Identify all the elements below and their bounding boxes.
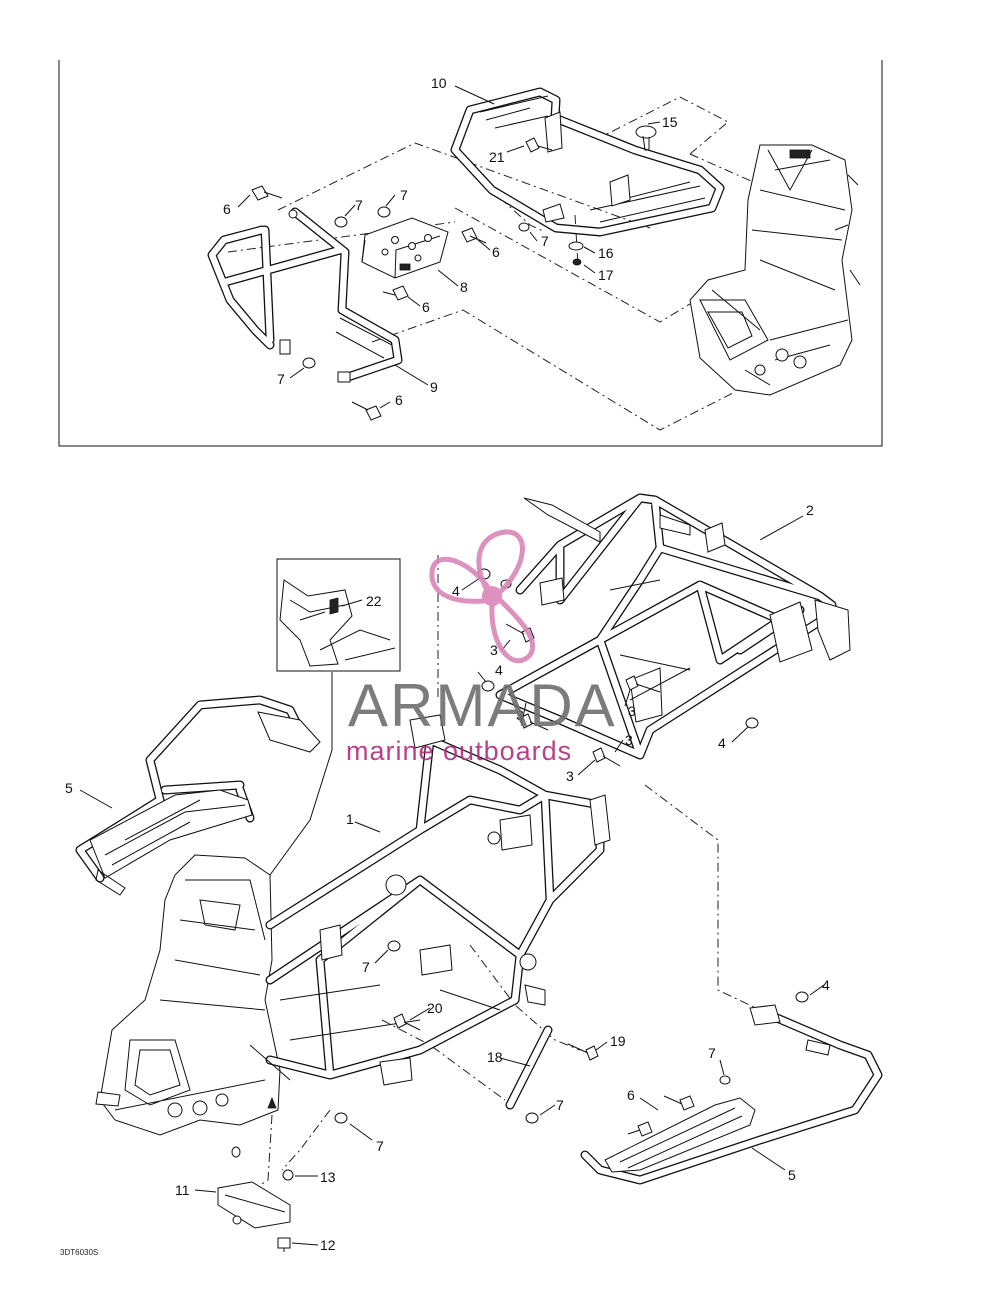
label-screw: 12 [320, 1237, 336, 1253]
front-bumper [207, 207, 403, 383]
label-nut: 7 [355, 197, 363, 213]
diagram-code: 3DT6030S [60, 1248, 98, 1257]
bolt-icon [627, 1121, 653, 1137]
label-rear-rack: 5 [788, 1167, 796, 1183]
bolt-icon [393, 1013, 421, 1031]
top-inset-panel: 10 15 21 6 7 7 6 7 16 17 8 6 7 9 6 [58, 60, 883, 447]
label-bracket-plate: 8 [460, 279, 468, 295]
main-leaders [79, 515, 825, 1246]
label-nut: 7 [400, 187, 408, 203]
main-frame [95, 714, 611, 1136]
label-bolt: 3 [566, 768, 574, 784]
bolt-icon [625, 675, 661, 693]
bolt-icon [567, 1043, 599, 1061]
watermark-brand: ARMADA [348, 672, 617, 739]
label-nut: 7 [362, 959, 370, 975]
detail-frame [276, 558, 401, 672]
bolt-icon [382, 285, 409, 301]
label-washer: 16 [598, 245, 614, 261]
label-detail-bracket: 22 [366, 593, 382, 609]
label-rear-subframe: 2 [806, 502, 814, 518]
label-rack-bolt: 21 [489, 149, 505, 165]
nut-icon [481, 680, 495, 692]
bolt-icon [592, 747, 621, 767]
inset-frame-front [689, 144, 861, 396]
bolt-icon [351, 401, 382, 421]
nut-icon [745, 717, 759, 729]
bolt-icon [277, 1237, 291, 1252]
label-nut: 4 [495, 662, 503, 678]
inset-leaders [237, 85, 661, 409]
bolt-icon [461, 227, 487, 244]
label-stay-rod: 18 [487, 1049, 503, 1065]
stay-rod [505, 1025, 553, 1110]
bolt-icon [663, 1095, 695, 1111]
watermark: ARMADA marine outboards [346, 529, 617, 766]
label-washer-small: 17 [598, 267, 614, 283]
nut-icon [334, 216, 348, 228]
rear-rack [580, 1004, 883, 1185]
label-bolt: 3 [490, 642, 498, 658]
nut-icon [795, 991, 809, 1003]
label-nut: 13 [320, 1169, 336, 1185]
label-nut: 7 [277, 371, 285, 387]
push-rivet-icon [635, 125, 657, 151]
label-nut: 7 [376, 1138, 384, 1154]
label-footrest-plate: 11 [175, 1182, 190, 1198]
bolt-icon [251, 185, 283, 201]
nut-icon [282, 1169, 294, 1181]
label-front-bumper: 9 [430, 379, 438, 395]
watermark-tagline: marine outboards [346, 736, 572, 766]
label-bolt: 3 [628, 703, 636, 719]
label-rear-rack: 10 [431, 75, 447, 91]
label-front-rack: 5 [65, 780, 73, 796]
label-bolt: 6 [627, 1087, 635, 1103]
washer-icon [568, 241, 584, 251]
inset-fasteners [251, 125, 657, 421]
label-nut: 4 [718, 735, 726, 751]
nut-icon [525, 1112, 539, 1124]
inset-border [58, 60, 883, 447]
detail-inset [269, 558, 401, 876]
label-nut: 7 [708, 1045, 716, 1061]
label-push-rivet: 15 [662, 114, 678, 130]
label-bolt: 6 [492, 244, 500, 260]
nut-icon [387, 940, 401, 952]
nut-icon [334, 1112, 348, 1124]
front-rack [75, 695, 321, 896]
propeller-logo-icon [429, 529, 536, 664]
label-bolt: 6 [395, 392, 403, 408]
label-main-frame: 1 [346, 811, 354, 827]
clip-icon [232, 1215, 242, 1225]
label-nut: 4 [822, 977, 830, 993]
nut-icon [302, 357, 316, 369]
nut-icon [377, 206, 391, 218]
label-bolt: 6 [223, 201, 231, 217]
footrest-plate [217, 1181, 291, 1229]
rear-subframe [495, 493, 851, 760]
label-bolt: 20 [427, 1000, 443, 1016]
label-bolt: 6 [422, 299, 430, 315]
washer-icon [572, 258, 582, 266]
label-bolt: 19 [610, 1033, 626, 1049]
rear-rack [450, 87, 725, 237]
bolt-icon [525, 137, 553, 153]
label-nut: 7 [556, 1097, 564, 1113]
label-bolt: 3 [516, 707, 524, 723]
label-nut: 7 [541, 233, 549, 249]
nut-icon [719, 1075, 731, 1085]
label-bolt: 3 [625, 732, 633, 748]
arrow-up-icon [267, 1096, 277, 1109]
nut-icon [518, 222, 530, 232]
bracket-plate [361, 217, 449, 279]
nut-icon [231, 1146, 241, 1158]
label-nut: 4 [452, 583, 460, 599]
main-assembly: 22 4 3 4 3 3 3 3 4 2 5 1 7 20 4 19 18 7 … [65, 493, 883, 1253]
